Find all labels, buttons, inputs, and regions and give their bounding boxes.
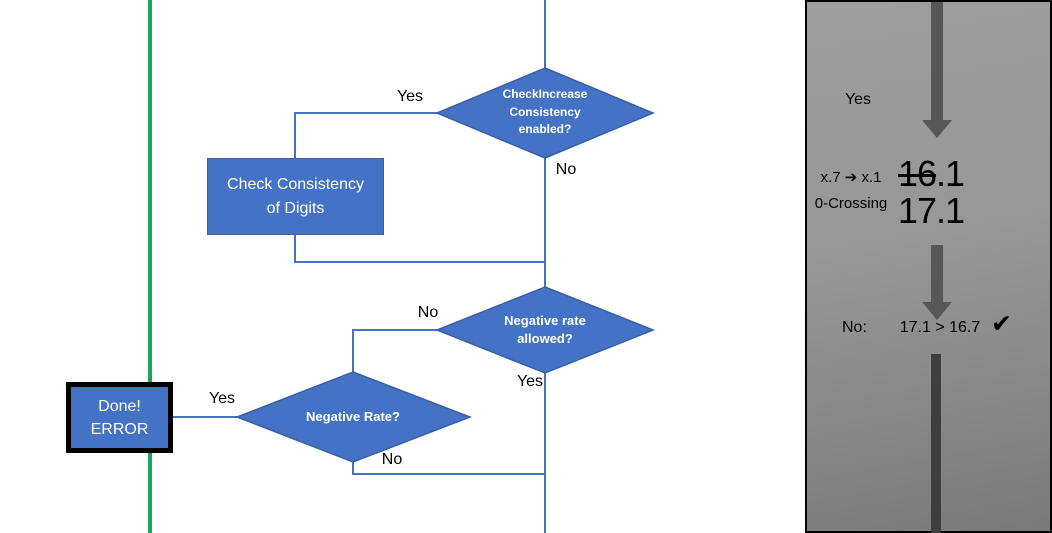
- decision-check-increase-label: CheckIncrease Consistency enabled?: [502, 87, 588, 136]
- connector-bottom-return: [352, 473, 546, 475]
- decision-negative-rate-label: Negative Rate?: [306, 409, 400, 424]
- flow-arrow-mid-shaft: [931, 245, 943, 302]
- old-value-rest: .1: [936, 153, 965, 194]
- old-value-struck: 16: [898, 153, 937, 194]
- terminal-done-error-box: Done! ERROR: [66, 382, 173, 453]
- connector-top-vertical: [544, 0, 546, 68]
- decision-negative-rate-allowed-diamond: [434, 286, 656, 374]
- connector-box-return: [294, 261, 546, 263]
- new-value: 17.1: [898, 190, 965, 231]
- green-guide-line: [148, 0, 152, 533]
- connector-yes-vertical: [294, 112, 296, 158]
- panel-comparison: 17.1 > 16.7: [899, 319, 981, 336]
- decision-negative-rate-allowed-label: Negative rate allowed?: [504, 313, 586, 346]
- flow-arrow-top-head-icon: [922, 120, 952, 138]
- branch-label-no-mid: No: [417, 304, 439, 321]
- connector-no-vertical: [544, 158, 546, 287]
- connector-done-yes: [173, 416, 237, 418]
- connector-bottom-down: [352, 462, 354, 475]
- connector-box-down: [294, 235, 296, 263]
- connector-yes-horizontal: [294, 112, 437, 114]
- decision-check-increase-diamond: [435, 67, 655, 159]
- connector-mid-no-vertical: [352, 329, 354, 372]
- panel-yes-label: Yes: [844, 91, 872, 108]
- panel-result-label: No:: [842, 319, 867, 336]
- branch-label-no-top: No: [555, 161, 577, 178]
- branch-label-yes-terminal: Yes: [208, 390, 236, 407]
- rule-line2: 0-Crossing: [814, 195, 888, 212]
- branch-label-yes-mid: Yes: [516, 373, 544, 390]
- decision-negative-rate-diamond: [234, 371, 473, 463]
- branch-label-no-bottom: No: [381, 451, 403, 468]
- panel-values: 16.1 17.1: [898, 155, 990, 229]
- branch-label-yes-top: Yes: [396, 88, 424, 105]
- rule-line1: x.7 ➔ x.1: [820, 169, 882, 186]
- process-check-consistency-box: Check Consistency of Digits: [207, 158, 384, 235]
- connector-main-bottom: [544, 373, 546, 533]
- connector-mid-no-horizontal: [352, 329, 437, 331]
- checkmark-icon: ✔: [991, 310, 1012, 338]
- flow-arrow-mid-head-icon: [922, 302, 952, 320]
- annotation-panel: Yes x.7 ➔ x.1 0-Crossing 16.1 17.1 No: 17…: [805, 0, 1052, 533]
- flow-arrow-top-shaft: [931, 2, 943, 120]
- flow-bar-bottom: [931, 354, 941, 533]
- panel-rule-text: x.7 ➔ x.1 0-Crossing: [803, 165, 899, 217]
